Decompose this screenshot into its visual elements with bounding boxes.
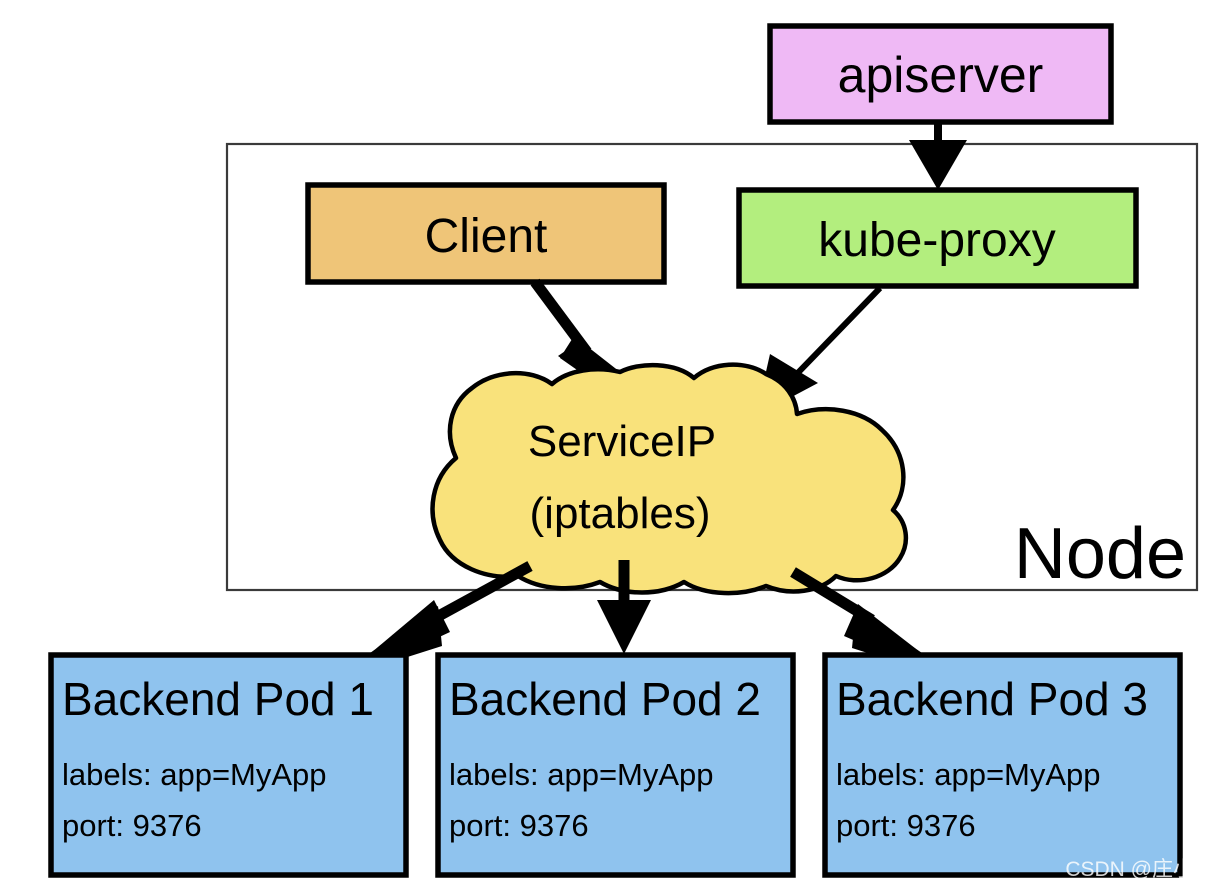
backend-pod-1-labels: labels: app=MyApp bbox=[62, 757, 327, 792]
backend-pod-2[interactable]: Backend Pod 2 labels: app=MyApp port: 93… bbox=[435, 652, 796, 878]
kube-proxy-node[interactable]: kube-proxy bbox=[736, 187, 1139, 289]
edge-kubeproxy-service-line bbox=[787, 285, 883, 384]
node-container-label: Node bbox=[1014, 514, 1186, 594]
backend-pod-2-port: port: 9376 bbox=[449, 808, 589, 843]
edge-service-to-pod-1 bbox=[370, 561, 533, 660]
kube-proxy-label: kube-proxy bbox=[818, 214, 1055, 267]
edge-service-pod3-arrowhead-fill bbox=[852, 608, 922, 662]
client-node[interactable]: Client bbox=[305, 182, 667, 285]
edge-service-to-pod-2 bbox=[597, 560, 651, 654]
backend-pod-2-box[interactable] bbox=[435, 652, 796, 878]
backend-pod-2-title: Backend Pod 2 bbox=[449, 673, 761, 725]
backend-pod-3-port: port: 9376 bbox=[836, 808, 976, 843]
edge-service-pod1-line bbox=[421, 561, 533, 629]
edge-service-pod2-arrowhead bbox=[597, 600, 651, 654]
service-ip-label-line1: ServiceIP bbox=[528, 417, 716, 466]
backend-pod-3-title: Backend Pod 3 bbox=[836, 673, 1148, 725]
edge-service-pod1-arrowhead-fill bbox=[370, 606, 442, 660]
backend-pod-3[interactable]: Backend Pod 3 labels: app=MyApp port: 93… bbox=[822, 652, 1183, 878]
csdn-watermark: CSDN @庄小焱 bbox=[1065, 858, 1215, 881]
backend-pod-1[interactable]: Backend Pod 1 labels: app=MyApp port: 93… bbox=[48, 652, 409, 878]
backend-pod-1-title: Backend Pod 1 bbox=[62, 673, 374, 725]
backend-pod-2-labels: labels: app=MyApp bbox=[449, 757, 714, 792]
service-ip-cloud-shape[interactable] bbox=[430, 362, 909, 596]
backend-pod-3-box[interactable] bbox=[822, 652, 1183, 878]
client-label: Client bbox=[425, 210, 548, 263]
backend-pod-1-port: port: 9376 bbox=[62, 808, 202, 843]
service-ip-label-line2: (iptables) bbox=[530, 489, 711, 538]
service-ip-cloud[interactable]: ServiceIP (iptables) bbox=[430, 362, 909, 596]
apiserver-label: apiserver bbox=[838, 47, 1044, 103]
edge-apiserver-to-kube-proxy bbox=[909, 122, 967, 190]
client-box[interactable] bbox=[305, 182, 667, 285]
backend-pod-1-box[interactable] bbox=[48, 652, 409, 878]
apiserver-node[interactable]: apiserver bbox=[767, 23, 1114, 125]
edge-apiserver-kubeproxy-arrowhead bbox=[909, 140, 967, 190]
kube-proxy-box[interactable] bbox=[736, 187, 1139, 289]
backend-pod-3-labels: labels: app=MyApp bbox=[836, 757, 1101, 792]
edge-service-to-pod-3 bbox=[790, 567, 922, 662]
